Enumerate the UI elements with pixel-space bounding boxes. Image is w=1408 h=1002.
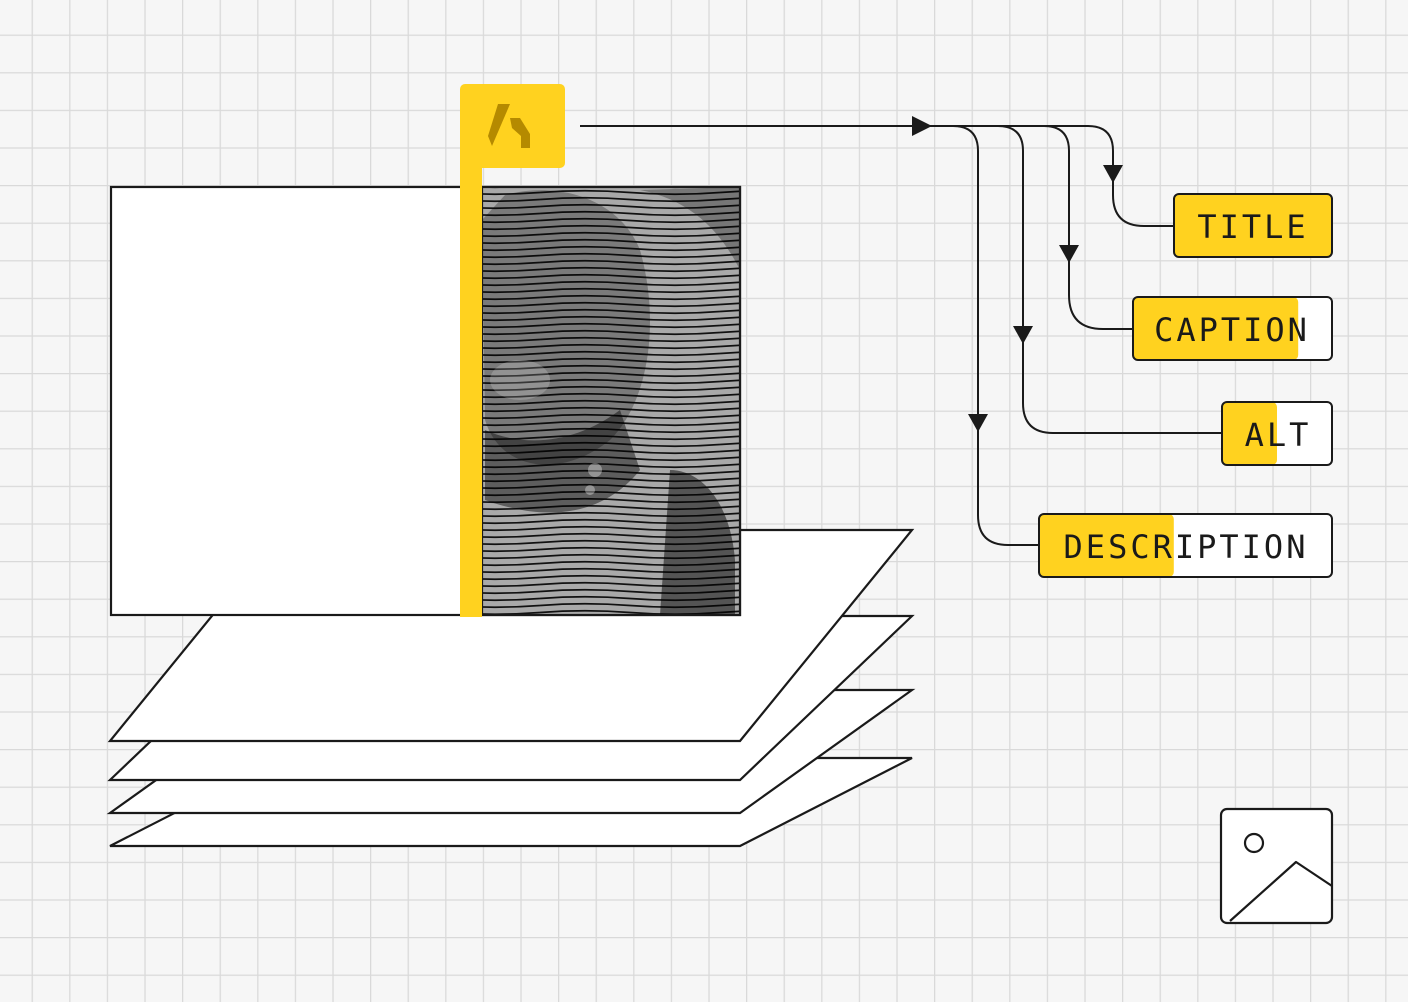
image-placeholder-icon[interactable] (1219, 807, 1334, 925)
alt-label[interactable]: ALT (1221, 401, 1333, 466)
alt-arrowhead (1013, 326, 1033, 344)
halftone-portrait-image (482, 187, 740, 615)
bookmark-bar (460, 140, 482, 617)
title-label[interactable]: TITLE (1173, 193, 1333, 258)
title-fill (1174, 194, 1332, 257)
description-label[interactable]: DESCRIPTION (1038, 513, 1333, 578)
caption-label-text: CAPTION (1154, 311, 1310, 349)
caption-label[interactable]: CAPTION (1132, 296, 1333, 361)
description-connector (920, 125, 1039, 546)
title-label-text: TITLE (1197, 208, 1308, 246)
alt-connector (920, 125, 1222, 434)
description-arrowhead (968, 414, 988, 432)
alt-fill (1222, 402, 1277, 465)
caption-connector (920, 125, 1133, 330)
main-arrowhead (912, 116, 932, 136)
description-fill (1039, 514, 1174, 577)
arrowheads (912, 116, 1123, 432)
alt-label-text: ALT (1245, 416, 1312, 454)
title-arrowhead (1103, 165, 1123, 183)
caption-arrowhead (1059, 245, 1079, 263)
metadata-connectors (580, 125, 1222, 546)
caption-fill (1133, 297, 1299, 360)
plugin-logo-icon (488, 104, 530, 148)
description-label-text: DESCRIPTION (1064, 528, 1309, 566)
